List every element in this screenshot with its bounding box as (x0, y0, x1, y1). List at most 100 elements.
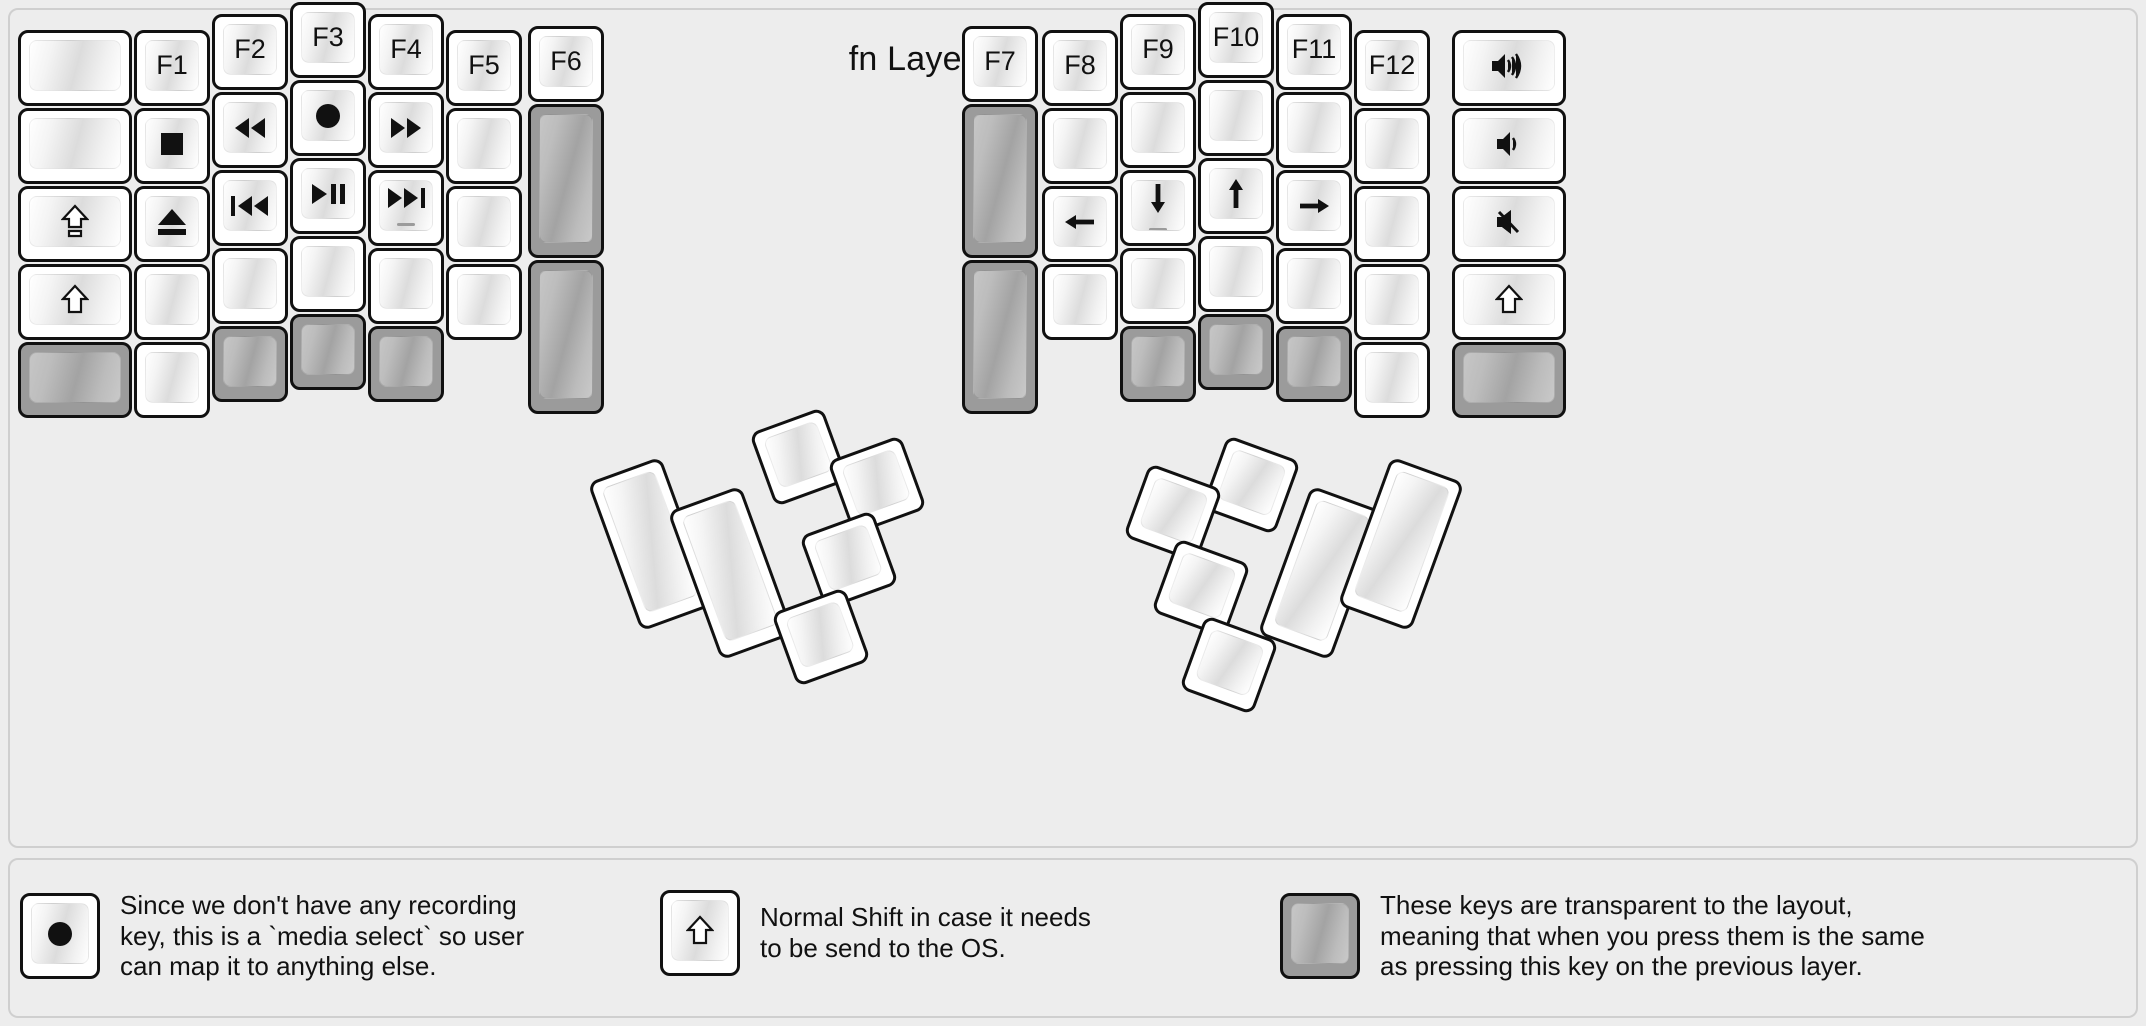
key-right-col-index-inner-2[interactable] (1042, 186, 1118, 262)
key-left-col-inner-most-0[interactable]: F6 (528, 26, 604, 102)
key-left-col-pinky-outer-0[interactable] (18, 30, 132, 106)
key-left-col-pinky-2[interactable] (134, 186, 210, 262)
keycap (223, 180, 277, 231)
key-right-col-pinky-2[interactable] (1354, 186, 1430, 262)
keycap (1131, 180, 1185, 231)
keycap: F2 (223, 24, 277, 75)
key-right-col-ring-2[interactable] (1276, 170, 1352, 246)
key-left-col-index-inner-3[interactable] (446, 264, 522, 340)
keycap (1463, 352, 1555, 403)
keycap (457, 196, 511, 247)
key-left-col-pinky-3[interactable] (134, 264, 210, 340)
keycap (1209, 246, 1263, 297)
key-right-col-pinky-outer-1[interactable] (1452, 108, 1566, 184)
keycap (1287, 336, 1341, 387)
key-left-col-inner-most-1[interactable] (528, 104, 604, 258)
key-right-col-middle-1[interactable] (1198, 80, 1274, 156)
key-underbar (397, 222, 415, 226)
key-left-col-pinky-outer-4[interactable] (18, 342, 132, 418)
key-right-col-inner-most-2[interactable] (962, 260, 1038, 414)
key-label: F11 (1291, 34, 1337, 64)
key-right-col-ring-1[interactable] (1276, 92, 1352, 168)
key-left-col-index-2[interactable] (368, 170, 444, 246)
keycap: F1 (145, 40, 199, 91)
keycap (671, 900, 729, 961)
legend-text-1: Normal Shift in case it needs to be send… (760, 902, 1091, 963)
key-left-col-pinky-outer-1[interactable] (18, 108, 132, 184)
key-left-col-inner-most-2[interactable] (528, 260, 604, 414)
keycap (1287, 180, 1341, 231)
key-left-col-pinky-1[interactable] (134, 108, 210, 184)
key-left-col-middle-1[interactable] (290, 80, 366, 156)
key-left-col-index-1[interactable] (368, 92, 444, 168)
key-right-col-pinky-4[interactable] (1354, 342, 1430, 418)
key-right-col-index-0[interactable]: F9 (1120, 14, 1196, 90)
media-stop-icon (157, 129, 187, 159)
key-label: F7 (984, 46, 1016, 76)
keycap: F5 (457, 40, 511, 91)
key-left-col-ring-4[interactable] (212, 326, 288, 402)
key-right-col-ring-3[interactable] (1276, 248, 1352, 324)
key-left-col-index-inner-1[interactable] (446, 108, 522, 184)
key-right-col-middle-4[interactable] (1198, 314, 1274, 390)
key-right-col-ring-0[interactable]: F11 (1276, 14, 1352, 90)
key-left-col-index-0[interactable]: F4 (368, 14, 444, 90)
key-right-col-inner-most-1[interactable] (962, 104, 1038, 258)
key-left-col-ring-1[interactable] (212, 92, 288, 168)
key-left-col-ring-3[interactable] (212, 248, 288, 324)
keycap: F12 (1365, 40, 1419, 91)
legend-text-2: These keys are transparent to the layout… (1380, 890, 1925, 982)
key-right-col-index-inner-1[interactable] (1042, 108, 1118, 184)
key-left-col-middle-4[interactable] (290, 314, 366, 390)
key-left-col-pinky-4[interactable] (134, 342, 210, 418)
keycap (1287, 102, 1341, 153)
key-left-col-index-inner-2[interactable] (446, 186, 522, 262)
key-left-col-pinky-0[interactable]: F1 (134, 30, 210, 106)
key-right-col-index-inner-0[interactable]: F8 (1042, 30, 1118, 106)
key-left-col-ring-0[interactable]: F2 (212, 14, 288, 90)
key-label: F4 (390, 34, 422, 64)
key-left-col-index-3[interactable] (368, 248, 444, 324)
key-right-col-index-3[interactable] (1120, 248, 1196, 324)
keycap (1365, 352, 1419, 403)
key-right-col-middle-2[interactable] (1198, 158, 1274, 234)
key-right-col-ring-4[interactable] (1276, 326, 1352, 402)
key-right-col-index-1[interactable] (1120, 92, 1196, 168)
key-left-col-pinky-outer-2[interactable] (18, 186, 132, 262)
key-left-col-ring-2[interactable] (212, 170, 288, 246)
keycap: F7 (973, 36, 1027, 87)
key-right-col-index-2[interactable] (1120, 170, 1196, 246)
key-left-col-index-inner-0[interactable]: F5 (446, 30, 522, 106)
key-right-col-pinky-outer-3[interactable] (1452, 264, 1566, 340)
legend-key-0 (20, 893, 100, 979)
media-play-pause-icon (310, 182, 346, 206)
keycap (301, 246, 355, 297)
key-left-col-middle-0[interactable]: F3 (290, 2, 366, 78)
key-right-col-pinky-outer-0[interactable] (1452, 30, 1566, 106)
keycap (1365, 196, 1419, 247)
key-right-col-pinky-outer-2[interactable] (1452, 186, 1566, 262)
arrow-down-icon (1146, 181, 1170, 215)
keycap (379, 258, 433, 309)
key-right-col-pinky-1[interactable] (1354, 108, 1430, 184)
keycap: F3 (301, 12, 355, 63)
key-right-col-pinky-0[interactable]: F12 (1354, 30, 1430, 106)
key-right-col-index-4[interactable] (1120, 326, 1196, 402)
key-right-col-middle-3[interactable] (1198, 236, 1274, 312)
key-right-col-pinky-outer-4[interactable] (1452, 342, 1566, 418)
key-label: F9 (1142, 34, 1174, 64)
key-left-col-middle-3[interactable] (290, 236, 366, 312)
keycap (1138, 476, 1210, 546)
legend-panel (8, 858, 2138, 1018)
key-left-col-index-4[interactable] (368, 326, 444, 402)
key-left-col-middle-2[interactable] (290, 158, 366, 234)
keycap (1194, 628, 1266, 698)
legend-item-1: Normal Shift in case it needs to be send… (660, 890, 1091, 976)
key-right-col-index-inner-3[interactable] (1042, 264, 1118, 340)
key-label: F2 (234, 34, 266, 64)
key-right-col-pinky-3[interactable] (1354, 264, 1430, 340)
key-right-col-middle-0[interactable]: F10 (1198, 2, 1274, 78)
key-right-col-inner-most-0[interactable]: F7 (962, 26, 1038, 102)
key-underbar (1149, 227, 1167, 230)
key-left-col-pinky-outer-3[interactable] (18, 264, 132, 340)
